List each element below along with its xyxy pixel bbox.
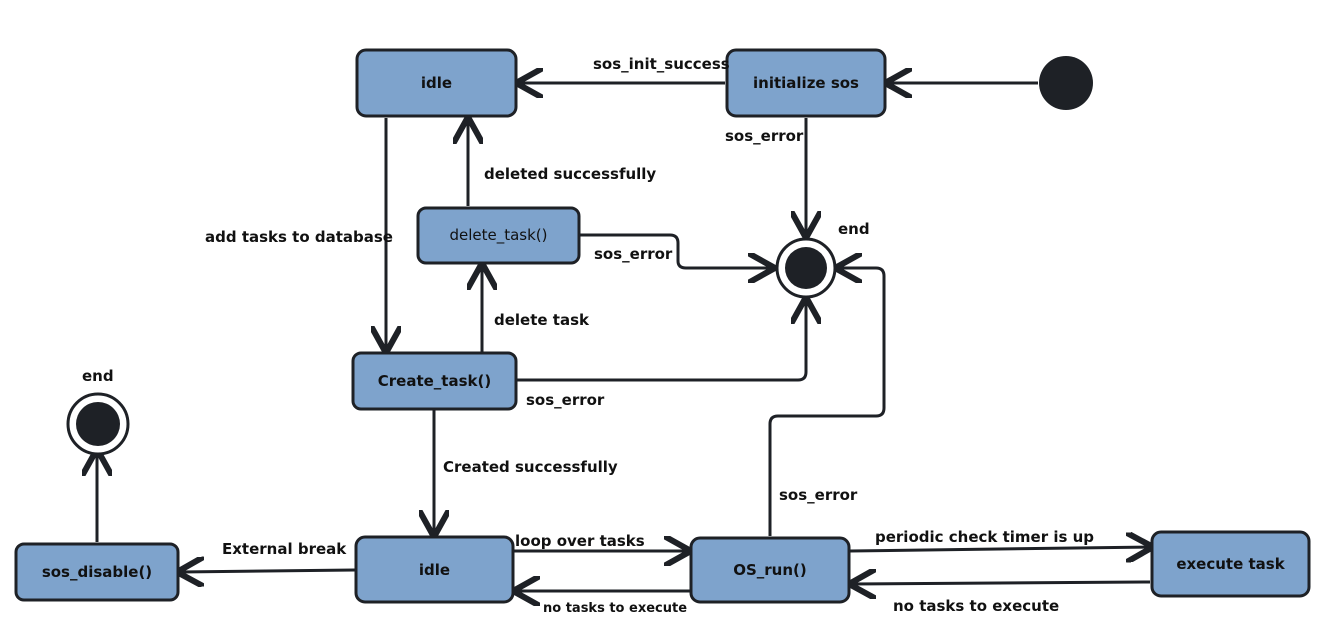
end-label-main: end bbox=[838, 220, 870, 238]
label-no-tasks-small: no tasks to execute bbox=[543, 601, 687, 616]
edge-idle-to-disable bbox=[180, 570, 356, 572]
state-label: delete_task() bbox=[449, 226, 547, 245]
state-label: idle bbox=[421, 74, 452, 92]
state-create-task[interactable]: Create_task() bbox=[351, 351, 518, 411]
label-deleted-successfully: deleted successfully bbox=[484, 165, 656, 183]
label-add-tasks-to-database: add tasks to database bbox=[205, 228, 393, 246]
label-run-sos-error: sos_error bbox=[779, 486, 858, 504]
state-label: initialize sos bbox=[753, 74, 859, 92]
state-label: execute task bbox=[1176, 555, 1285, 573]
edge-osrun-to-end bbox=[768, 268, 886, 536]
state-delete-task[interactable]: delete_task() bbox=[416, 206, 581, 265]
state-initialize-sos[interactable]: initialize sos bbox=[725, 48, 887, 118]
label-delete-sos-error: sos_error bbox=[594, 245, 673, 263]
label-created-successfully: Created successfully bbox=[443, 458, 618, 476]
edge-execute-to-osrun bbox=[852, 582, 1151, 584]
edge-create-to-end bbox=[516, 300, 806, 382]
state-sos-disable[interactable]: sos_disable() bbox=[14, 542, 180, 602]
state-label: Create_task() bbox=[378, 372, 491, 390]
label-periodic-check: periodic check timer is up bbox=[875, 528, 1094, 546]
label-external-break: External break bbox=[222, 540, 347, 558]
label-loop-over-tasks: loop over tasks bbox=[515, 532, 645, 550]
state-label: OS_run() bbox=[733, 561, 807, 579]
final-node-left bbox=[66, 392, 130, 456]
label-sos-init-success: sos_init_success bbox=[593, 55, 730, 73]
state-label: sos_disable() bbox=[42, 563, 152, 581]
end-label-left: end bbox=[82, 367, 114, 385]
edge-osrun-to-execute bbox=[849, 547, 1150, 551]
label-init-sos-error: sos_error bbox=[725, 127, 804, 145]
state-idle-bottom[interactable]: idle bbox=[354, 535, 515, 604]
final-node-main bbox=[775, 237, 837, 299]
state-label: idle bbox=[419, 561, 450, 579]
label-no-tasks-to-execute: no tasks to execute bbox=[893, 597, 1059, 615]
state-os-run[interactable]: OS_run() bbox=[689, 536, 851, 604]
initial-node bbox=[1039, 56, 1093, 110]
edge-delete-to-end bbox=[580, 233, 772, 268]
label-delete-task: delete task bbox=[494, 311, 590, 329]
label-create-sos-error: sos_error bbox=[526, 391, 605, 409]
state-execute-task[interactable]: execute task bbox=[1150, 530, 1311, 598]
state-idle-top[interactable]: idle bbox=[355, 48, 518, 118]
